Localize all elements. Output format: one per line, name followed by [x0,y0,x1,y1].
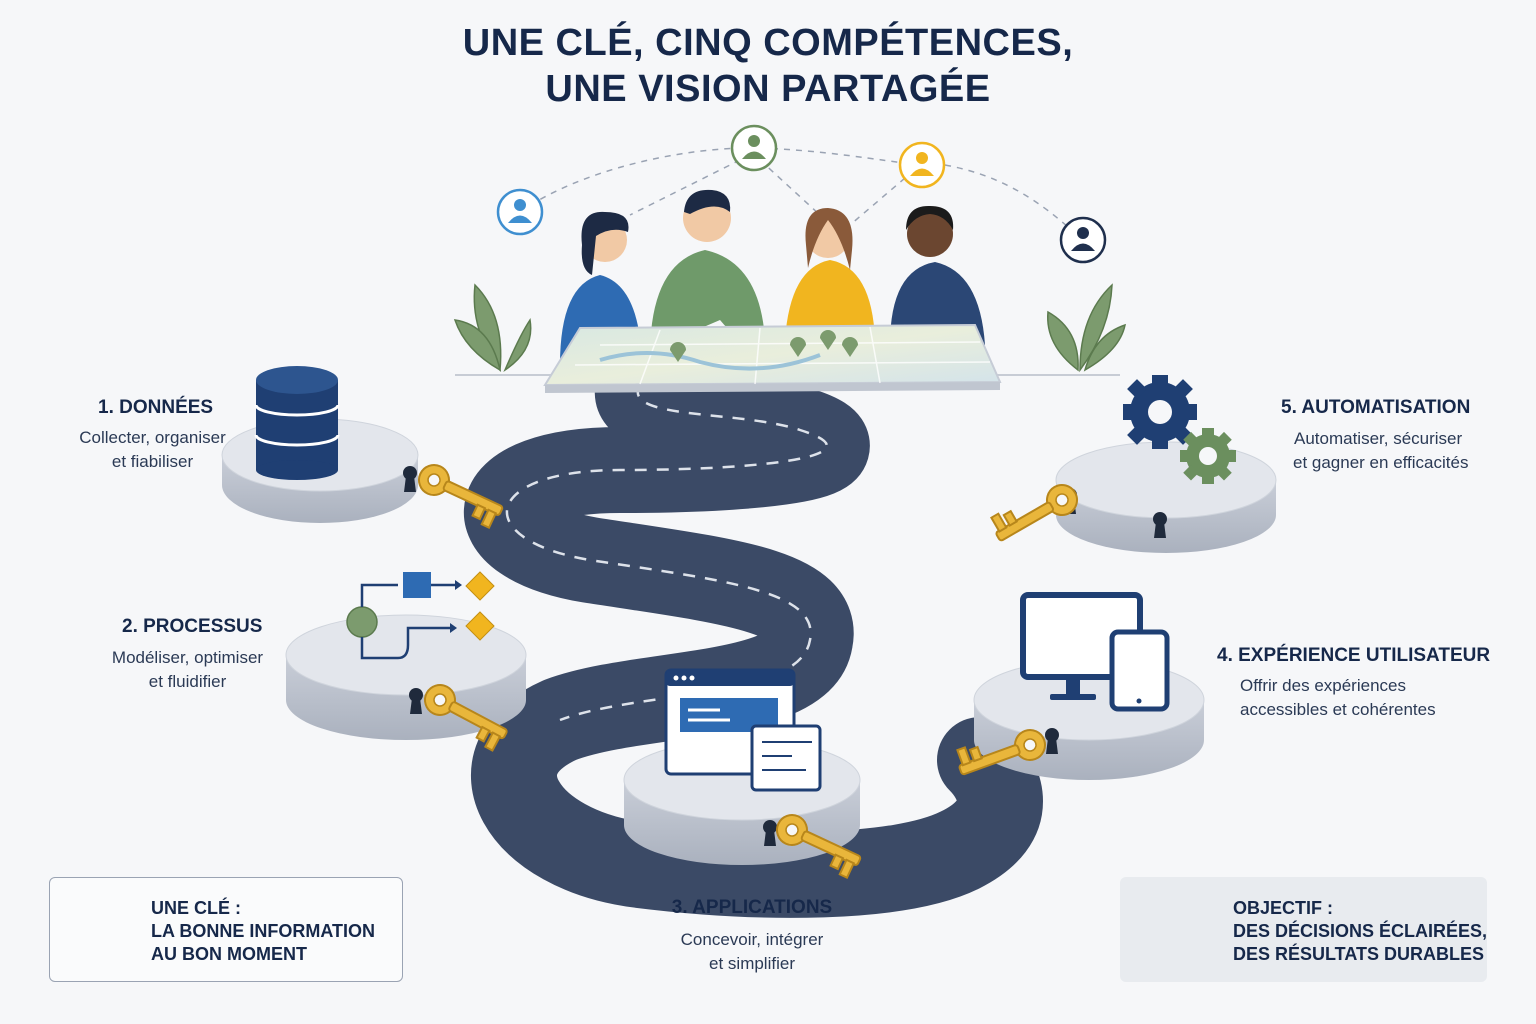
step-desc-processus-2: et fluidifier [148,672,227,691]
step-desc-processus-1: Modéliser, optimiser [111,648,264,667]
key-icon [986,474,1084,551]
step-desc-automatisation-1: Automatiser, sécuriser [1294,429,1463,448]
objective-callout-box [1120,877,1487,982]
step-desc-experience-2: accessibles et cohérentes [1240,700,1436,719]
gears-icon [1123,375,1236,484]
step-desc-applications-2: et simplifier [709,954,795,973]
process-flow-icon [346,571,495,660]
key-callout-box [49,877,403,982]
app-windows-icon [664,668,822,792]
platform-automatisation [1055,441,1277,553]
map-table [543,323,1002,393]
page-title-line-2: UNE VISION PARTAGÉE [545,68,991,110]
user-icon-blue [496,188,544,236]
road-center-dashes [505,384,828,722]
page-title-line-1: UNE CLÉ, CINQ COMPÉTENCES, [462,22,1074,64]
step-title-donnees: 1. DONNÉES [98,397,214,418]
step-desc-donnees-1: Collecter, organiser [79,428,226,447]
plant-right [1047,283,1126,373]
person-man-green [650,189,765,350]
plant-left [453,283,532,373]
step-desc-donnees-2: et fiabiliser [111,452,194,471]
step-title-experience: 4. EXPÉRIENCE UTILISATEUR [1217,645,1491,666]
step-desc-experience-1: Offrir des expériences [1240,676,1406,695]
devices-icon [1020,592,1170,712]
database-icon [254,366,340,480]
step-title-applications: 3. APPLICATIONS [671,897,833,918]
key-callout-line-2: LA BONNE INFORMATION [151,921,375,941]
objective-callout-line-3: DES RÉSULTATS DURABLES [1233,944,1485,964]
step-desc-automatisation-2: et gagner en efficacités [1293,453,1469,472]
step-title-automatisation: 5. AUTOMATISATION [1281,397,1471,418]
user-icon-green [730,124,778,172]
step-title-processus: 2. PROCESSUS [122,616,263,637]
objective-callout-line-1: OBJECTIF : [1233,898,1334,918]
key-callout-line-3: AU BON MOMENT [151,944,307,964]
user-icon-navy [1059,216,1107,264]
step-desc-applications-1: Concevoir, intégrer [680,930,824,949]
person-woman-yellow [785,208,875,340]
user-icon-yellow [898,141,946,189]
key-callout-line-1: UNE CLÉ : [151,898,241,918]
objective-callout-line-2: DES DÉCISIONS ÉCLAIRÉES, [1233,921,1488,941]
